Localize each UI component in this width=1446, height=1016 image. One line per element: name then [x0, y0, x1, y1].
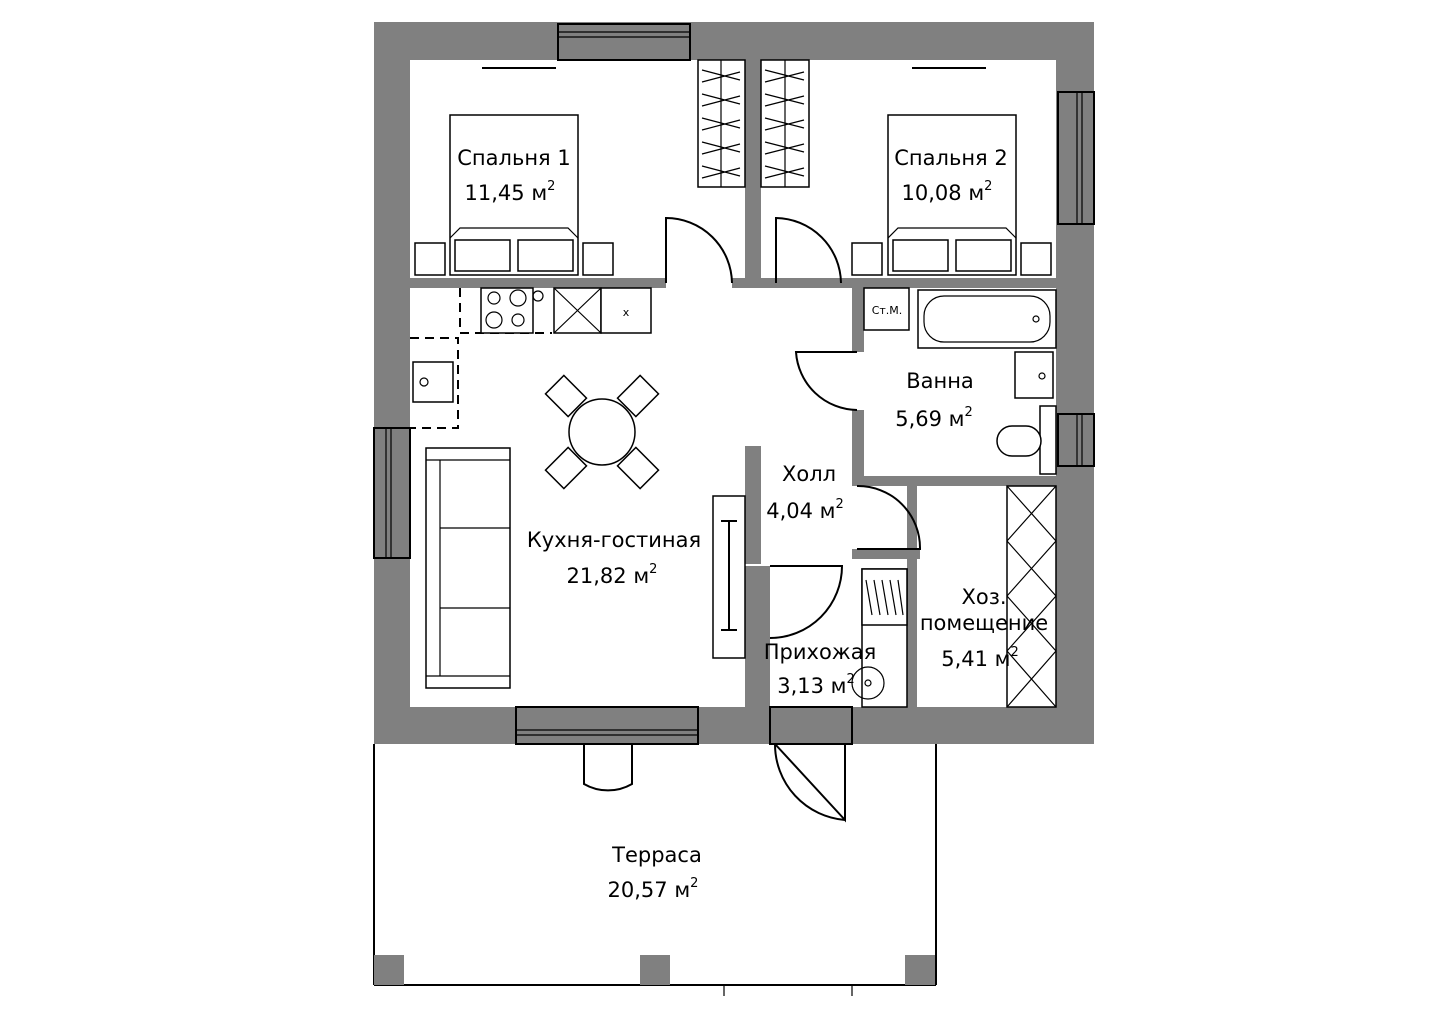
room-label-terrace: Терраса 20,57 м2 — [608, 843, 702, 902]
tv-unit — [712, 495, 746, 659]
entry-name: Прихожая — [764, 640, 876, 664]
svg-text:11,45 м2: 11,45 м2 — [465, 179, 556, 205]
utility-area-unit: 2 — [1011, 645, 1019, 660]
kitchen-name: Кухня-гостиная — [527, 528, 701, 552]
hall-area-unit: 2 — [836, 497, 844, 512]
terrace — [373, 744, 937, 996]
entry-fixture — [851, 666, 885, 700]
wardrobe-bedroom2 — [760, 59, 810, 188]
room-label-bath: Ванна 5,69 м2 — [895, 369, 974, 431]
kitchen-area-unit: 2 — [649, 562, 657, 577]
dining-set — [544, 374, 660, 490]
bath-fixtures: Ст.М. — [863, 287, 1057, 475]
svg-text:5,41 м2: 5,41 м2 — [941, 645, 1019, 671]
terrace-name: Терраса — [611, 843, 702, 867]
windows — [373, 23, 1095, 745]
svg-text:4,04 м2: 4,04 м2 — [766, 497, 844, 523]
entry-area-unit: 2 — [847, 672, 855, 687]
bath-area-unit: 2 — [965, 405, 973, 420]
wardrobe-bedroom1 — [697, 59, 746, 188]
svg-text:20,57 м2: 20,57 м2 — [608, 876, 699, 902]
utility-name-line1: Хоз. — [961, 585, 1006, 609]
svg-text:5,69 м2: 5,69 м2 — [895, 405, 973, 431]
sofa — [425, 447, 511, 689]
bed-bedroom2 — [851, 67, 1052, 276]
doors — [583, 216, 922, 823]
bed-bedroom1 — [414, 67, 614, 276]
utility-area: 5,41 м — [941, 647, 1010, 671]
hall-area: 4,04 м — [766, 499, 835, 523]
bath-area: 5,69 м — [895, 407, 964, 431]
utility-name-line2: помещение — [920, 611, 1048, 635]
washer-label: Ст.М. — [872, 304, 903, 317]
svg-text:21,82 м2: 21,82 м2 — [567, 562, 658, 588]
bedroom1-area: 11,45 м — [465, 181, 548, 205]
bedroom2-area: 10,08 м — [902, 181, 985, 205]
kitchen-counter: x — [410, 287, 652, 429]
walls — [374, 22, 1094, 744]
wardrobe-entry — [861, 568, 908, 708]
room-label-kitchen: Кухня-гостиная 21,82 м2 — [527, 528, 701, 588]
bedroom1-name: Спальня 1 — [457, 146, 570, 170]
hall-name: Холл — [782, 462, 836, 486]
entry-area: 3,13 м — [777, 674, 846, 698]
room-label-utility: Хоз. помещение 5,41 м2 — [920, 585, 1048, 671]
terrace-area-unit: 2 — [690, 876, 698, 891]
wardrobe-utility — [1006, 485, 1057, 708]
kitchen-area: 21,82 м — [567, 564, 650, 588]
room-label-hall: Холл 4,04 м2 — [766, 462, 844, 523]
fridge-label: x — [623, 306, 630, 319]
svg-text:3,13 м2: 3,13 м2 — [777, 672, 855, 698]
room-label-entry: Прихожая 3,13 м2 — [764, 640, 876, 698]
bedroom2-area-unit: 2 — [984, 179, 992, 194]
room-label-bedroom2: Спальня 2 10,08 м2 — [894, 146, 1007, 205]
svg-text:10,08 м2: 10,08 м2 — [902, 179, 993, 205]
bedroom2-name: Спальня 2 — [894, 146, 1007, 170]
room-label-bedroom1: Спальня 1 11,45 м2 — [457, 146, 570, 205]
bedroom1-area-unit: 2 — [547, 179, 555, 194]
terrace-area: 20,57 м — [608, 878, 691, 902]
bath-name: Ванна — [906, 369, 974, 393]
